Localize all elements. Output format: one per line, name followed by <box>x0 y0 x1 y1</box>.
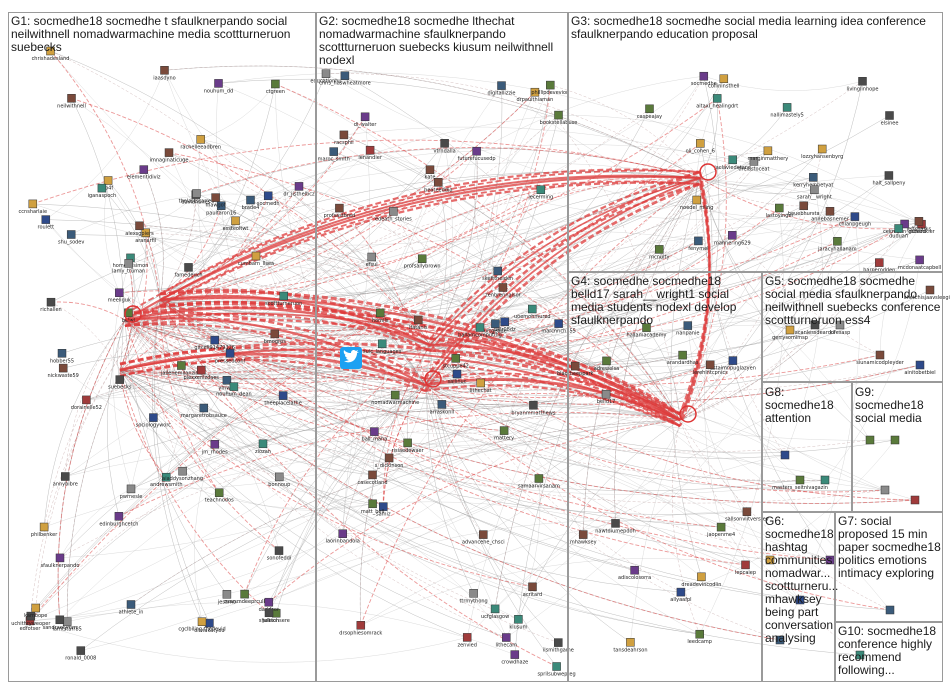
group-title-g6: G6: socmedhe18 hashtag communities nomad… <box>765 515 833 645</box>
group-title-g10: G10: socmedhe18 conference highly recomm… <box>838 625 942 677</box>
group-box-g4 <box>568 272 762 682</box>
group-box-g3 <box>568 12 943 272</box>
group-title-g4: G4: socmedhe socmedhe18 belld17 sarah__w… <box>571 275 761 327</box>
group-title-g1: G1: socmedhe18 socmedhe t sfaulknerpando… <box>11 15 311 54</box>
group-title-g2: G2: socmedhe18 socmedhe lthechat nomadwa… <box>319 15 564 67</box>
group-box-g1 <box>8 12 316 682</box>
group-title-g7: G7: social proposed 15 min paper socmedh… <box>838 515 942 580</box>
group-title-g9: G9: socmedhe18 social media <box>855 386 941 425</box>
twitter-bird-icon <box>340 347 362 369</box>
group-title-g5: G5: socmedhe18 socmedhe social media sfa… <box>765 275 941 327</box>
group-title-g8: G8: socmedhe18 attention <box>765 386 850 425</box>
group-title-g3: G3: socmedhe18 socmedhe social media lea… <box>571 15 939 41</box>
